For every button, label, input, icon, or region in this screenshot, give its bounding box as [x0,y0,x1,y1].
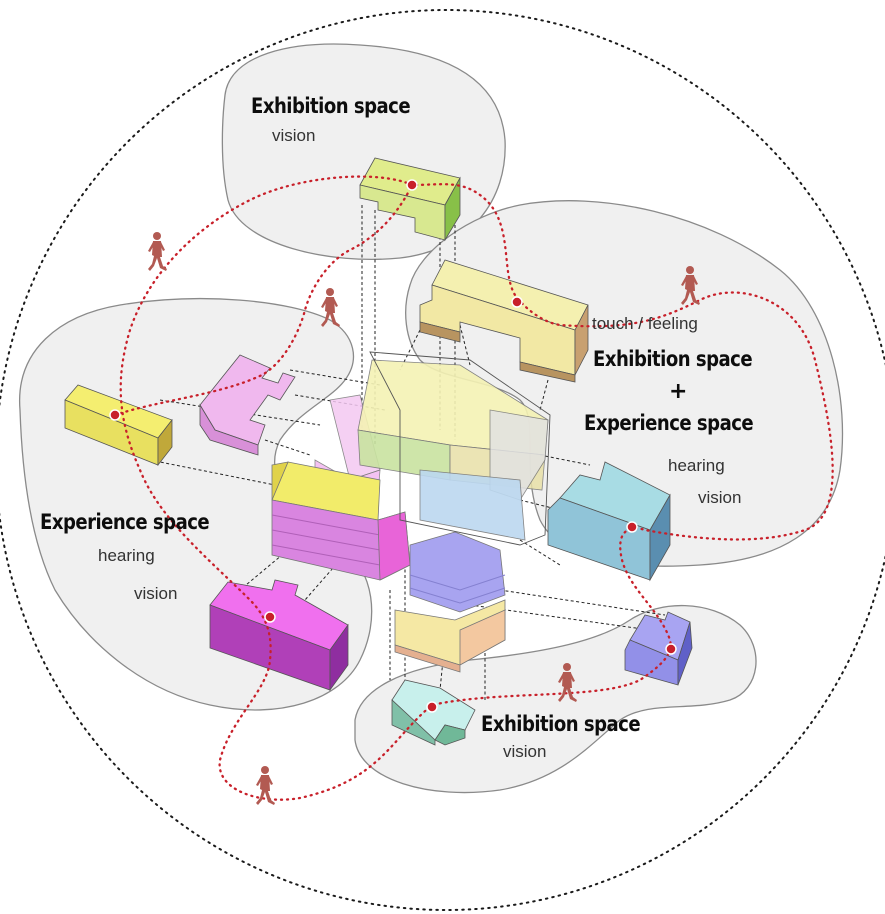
zone-right-sense-touch: touch / feeling [592,314,698,333]
zone-left-sense-vision: vision [134,584,178,603]
central-outline [369,351,551,546]
site-boundary [0,9,885,911]
zone-right-title: Exhibition space [593,347,753,371]
zone-bottom-sense-vision: vision [503,742,547,761]
visitor-route [119,175,834,801]
block-upper-right-khaki [419,259,589,383]
zone-left-sense-hearing: hearing [98,546,155,565]
zone-right-plus: + [669,379,688,404]
program-blocks [64,157,693,746]
visitor-route-branch [113,183,414,417]
zone-top-sense-vision: vision [272,126,316,145]
zone-left-title: Experience space [40,510,210,534]
walking-person-icon [148,232,167,271]
route-stop-icon [264,611,276,623]
route-stop-icon [109,409,121,421]
central-massing [271,359,549,673]
route-stop-icon [626,521,638,533]
route-stop-icon [665,643,677,655]
block-right-teal [547,461,671,582]
block-left-magenta [209,579,349,692]
route-stop-icon [406,179,418,191]
zone-right-sense-hearing: hearing [668,456,725,475]
walking-person-icon [256,766,275,805]
zone-top-title: Exhibition space [251,94,411,118]
zone-right-title-2: Experience space [584,411,754,435]
route-stop-icon [511,296,523,308]
zone-bottom-title: Exhibition space [481,712,641,736]
zone-right-sense-vision: vision [698,488,742,507]
route-stop-icon [426,701,438,713]
route-stops [109,179,677,713]
